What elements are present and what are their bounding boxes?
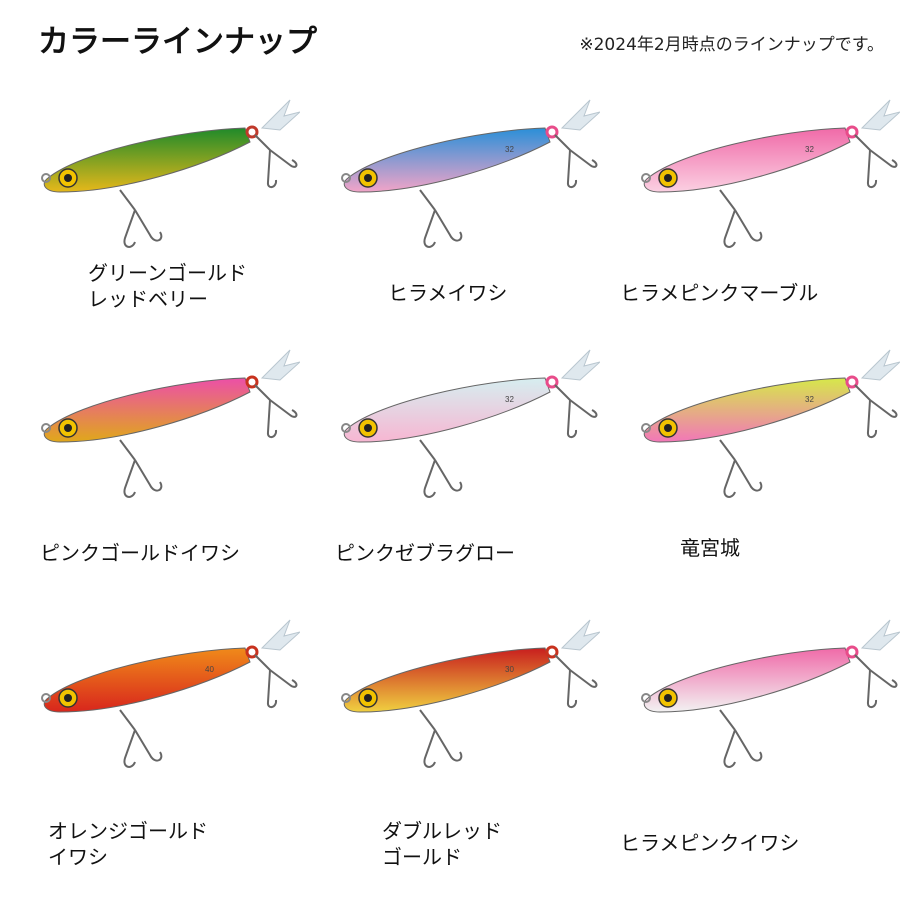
feather — [260, 99, 300, 131]
lure-image: 30 — [341, 619, 600, 768]
page-title: カラーラインナップ — [38, 24, 317, 60]
rear-hook — [554, 654, 598, 708]
feather — [860, 619, 900, 651]
color-item: 32 ヒラメピンクマーブル — [600, 80, 900, 380]
feather — [860, 349, 900, 381]
lure-body — [641, 125, 859, 193]
front-hook — [419, 439, 463, 498]
rear-hook — [854, 134, 898, 188]
feather — [260, 619, 300, 651]
front-hook — [119, 439, 163, 498]
color-name-line-2: イワシ — [48, 845, 108, 869]
lure-body — [341, 125, 559, 193]
rear-hook — [254, 384, 298, 438]
feather — [860, 99, 900, 131]
lure-image: 32 — [341, 349, 600, 498]
color-item: グリーンゴールドレッドベリー — [0, 80, 300, 380]
color-name-line-1: ピンクゼブラグロー — [335, 541, 515, 565]
rear-hook — [854, 384, 898, 438]
color-name: オレンジゴールドイワシ — [48, 818, 208, 870]
color-name-line-2: ゴールド — [382, 845, 462, 869]
color-item: 40 オレンジゴールドイワシ — [0, 600, 300, 900]
svg-text:30: 30 — [505, 665, 514, 674]
svg-text:32: 32 — [805, 395, 814, 404]
feather — [560, 349, 600, 381]
rear-hook — [254, 654, 298, 708]
color-name-line-1: ダブルレッド — [382, 819, 502, 843]
color-name: ヒラメイワシ — [388, 280, 507, 306]
color-name: ピンクゴールドイワシ — [40, 540, 240, 566]
color-name-line-1: ヒラメピンクマーブル — [620, 281, 819, 305]
lure-image — [641, 619, 900, 768]
front-hook — [119, 709, 163, 768]
feather — [260, 349, 300, 381]
color-item: 32 ヒラメイワシ — [300, 80, 600, 380]
lure-body — [641, 375, 859, 443]
color-name-line-1: 竜宮城 — [680, 536, 740, 560]
lure-image — [41, 99, 300, 248]
lure-body — [41, 375, 259, 443]
rear-hook — [554, 384, 598, 438]
lure-body — [41, 125, 259, 193]
color-item: 32 竜宮城 — [600, 330, 900, 630]
lure-image: 32 — [641, 99, 900, 248]
color-name-line-2: レッドベリー — [88, 287, 208, 311]
front-hook — [419, 189, 463, 248]
rear-hook — [854, 654, 898, 708]
color-name-line-1: ヒラメイワシ — [388, 281, 508, 305]
lure-image: 40 — [41, 619, 300, 768]
color-name-line-1: グリーンゴールド — [88, 261, 247, 285]
rear-hook — [554, 134, 598, 188]
svg-text:32: 32 — [805, 145, 814, 154]
color-item: ヒラメピンクイワシ — [600, 600, 900, 900]
color-name-line-1: ヒラメピンクイワシ — [620, 831, 800, 855]
front-hook — [719, 709, 763, 768]
feather — [560, 619, 600, 651]
color-item: 30 ダブルレッドゴールド — [300, 600, 600, 900]
color-name-line-1: ピンクゴールドイワシ — [40, 541, 240, 565]
lure-body — [641, 645, 859, 713]
color-name: ヒラメピンクマーブル — [620, 280, 818, 306]
lure-image: 32 — [341, 99, 600, 248]
front-hook — [719, 189, 763, 248]
color-name: ダブルレッドゴールド — [382, 818, 502, 870]
svg-text:32: 32 — [505, 145, 514, 154]
svg-text:32: 32 — [505, 395, 514, 404]
color-name: ヒラメピンクイワシ — [620, 830, 799, 856]
lure-image — [41, 349, 300, 498]
color-name: グリーンゴールドレッドベリー — [88, 260, 247, 312]
lure-image: 32 — [641, 349, 900, 498]
color-name-line-1: オレンジゴールド — [48, 819, 208, 843]
lure-body — [341, 375, 559, 443]
rear-hook — [254, 134, 298, 188]
feather — [560, 99, 600, 131]
color-item: 32 ピンクゼブラグロー — [300, 330, 600, 630]
lure-body — [341, 645, 559, 713]
lure-body — [41, 645, 259, 713]
color-name: ピンクゼブラグロー — [335, 540, 515, 566]
front-hook — [119, 189, 163, 248]
front-hook — [719, 439, 763, 498]
color-name: 竜宮城 — [680, 535, 740, 561]
color-item: ピンクゴールドイワシ — [0, 330, 300, 630]
front-hook — [419, 709, 463, 768]
lineup-note: ※2024年2月時点のラインナップです。 — [579, 35, 884, 55]
svg-text:40: 40 — [205, 665, 214, 674]
